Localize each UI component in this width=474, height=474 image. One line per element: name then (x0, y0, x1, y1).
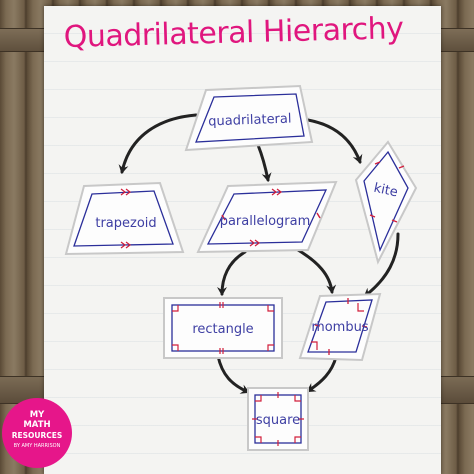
quadrilateral-card: quadrilateral (184, 84, 314, 152)
kite-card: kite (354, 140, 418, 265)
arrow-parallelogram-to-rhombus (296, 248, 337, 294)
parallel-tick-marks (249, 239, 260, 247)
brand-byline: BY AMY HARRISON (13, 443, 61, 449)
brand-line: MATH (23, 420, 51, 430)
rectangle-card: rectangle (163, 297, 283, 359)
parallel-tick-marks (221, 212, 321, 221)
kite-tick-marks (369, 161, 405, 223)
kite-label: kite (372, 181, 399, 201)
quadrilateral-label: quadrilateral (208, 112, 292, 130)
rhombus-label: rhombus (311, 320, 368, 335)
brand-line: MY (29, 410, 45, 420)
parallel-tick-marks (120, 188, 131, 196)
arrow-rhombus-to-square (306, 355, 338, 393)
rectangle-label: rectangle (192, 322, 253, 337)
angle-marks (311, 303, 364, 350)
arrow-quadrilateral-to-parallelogram (256, 143, 272, 182)
right-angle-marks (172, 305, 274, 351)
side-tick-marks (252, 392, 304, 446)
right-angle-marks (255, 395, 301, 443)
square-card: square (247, 387, 309, 451)
rhombus-card: rhombus (298, 292, 382, 362)
square-label: square (256, 413, 300, 428)
parallelogram-label: parallelogram (220, 214, 311, 229)
parallel-tick-marks (271, 188, 282, 196)
arrow-kite-to-rhombus (363, 232, 400, 298)
side-tick-marks (314, 298, 368, 355)
arrow-quadrilateral-to-trapezoid (118, 113, 198, 174)
arrow-parallelogram-to-rectangle (217, 250, 247, 296)
hierarchy-arrows (118, 113, 400, 394)
side-tick-marks (219, 302, 224, 354)
parallel-tick-marks (120, 241, 131, 249)
brand-line: RESOURCES (11, 431, 63, 440)
brand-logo-badge: MY MATH RESOURCES BY AMY HARRISON (2, 398, 72, 468)
arrow-quadrilateral-to-kite (306, 118, 363, 164)
parallelogram-card: parallelogram (196, 180, 338, 254)
trapezoid-label: trapezoid (95, 216, 156, 231)
arrow-rectangle-to-square (216, 354, 250, 394)
trapezoid-card: trapezoid (64, 181, 185, 256)
